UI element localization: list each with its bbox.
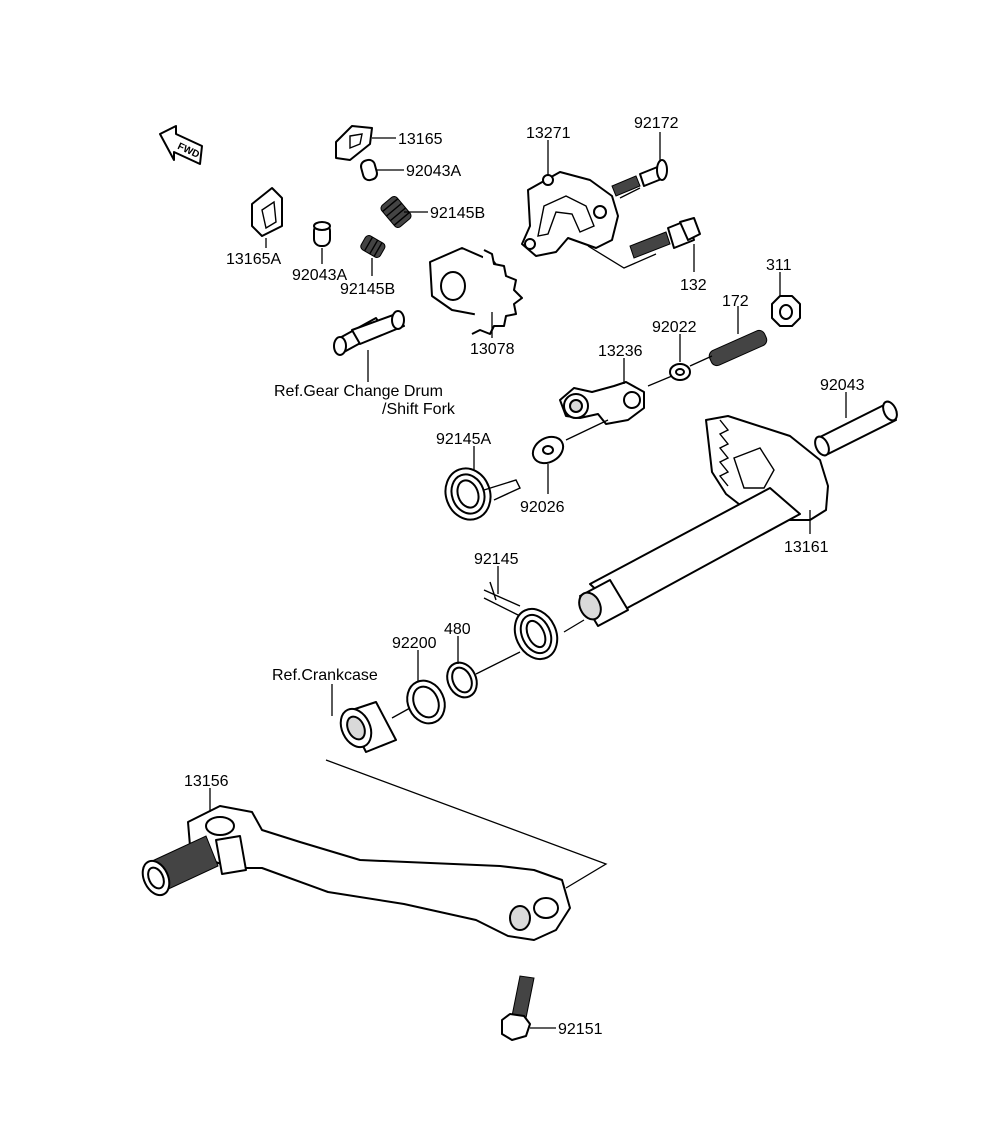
label-13165A: 13165A [226, 251, 281, 268]
part-480[interactable] [442, 658, 483, 702]
part-92145B-bottom[interactable] [359, 234, 386, 259]
label-480: 480 [444, 621, 471, 638]
part-13271[interactable] [521, 171, 619, 257]
label-92022: 92022 [652, 319, 697, 336]
part-92043A-top[interactable] [359, 158, 379, 182]
part-92145A[interactable] [438, 462, 521, 526]
label-ref-crankcase: Ref.Crankcase [272, 667, 378, 684]
part-gear-change-drum-stud[interactable] [333, 310, 405, 356]
label-13156: 13156 [184, 773, 229, 790]
part-13236[interactable] [559, 381, 645, 425]
label-172: 172 [722, 293, 749, 310]
label-92172: 92172 [634, 115, 679, 132]
label-13165: 13165 [398, 131, 443, 148]
label-13271: 13271 [526, 125, 571, 142]
label-92043A-bottom: 92043A [292, 267, 347, 284]
label-92145: 92145 [474, 551, 519, 568]
label-92026: 92026 [520, 499, 565, 516]
part-172[interactable] [707, 328, 768, 367]
label-13078: 13078 [470, 341, 515, 358]
part-92145[interactable] [483, 581, 565, 666]
label-132: 132 [680, 277, 707, 294]
label-311: 311 [766, 257, 792, 274]
part-13156[interactable] [138, 805, 571, 941]
label-13161: 13161 [784, 539, 829, 556]
label-92043: 92043 [820, 377, 865, 394]
part-labels: 13165 92043A 92145B 13165A 92043A 92145B… [184, 115, 865, 1038]
part-92043[interactable] [812, 399, 899, 457]
part-92151[interactable] [501, 975, 535, 1041]
label-92200: 92200 [392, 635, 437, 652]
part-13161[interactable] [575, 415, 829, 627]
label-92151: 92151 [558, 1021, 603, 1038]
part-132[interactable] [629, 217, 701, 259]
part-13078[interactable] [429, 247, 523, 335]
part-oil-seal[interactable] [335, 701, 397, 753]
label-92145A: 92145A [436, 431, 491, 448]
part-13165[interactable] [335, 125, 373, 161]
fwd-arrow-icon: FWD [159, 125, 203, 165]
leader-lines [209, 132, 847, 1029]
part-92145B-top[interactable] [379, 195, 412, 229]
part-92043A-bottom[interactable] [313, 221, 331, 247]
label-92145B-top: 92145B [430, 205, 485, 222]
part-92022[interactable] [669, 363, 691, 381]
part-92172[interactable] [611, 159, 668, 197]
part-311[interactable] [771, 295, 801, 327]
label-92043A-top: 92043A [406, 163, 461, 180]
part-92200[interactable] [400, 674, 451, 729]
label-13236: 13236 [598, 343, 643, 360]
label-92145B-bottom: 92145B [340, 281, 395, 298]
part-92026[interactable] [528, 432, 568, 469]
label-ref-drum-2: /Shift Fork [382, 401, 456, 418]
label-ref-drum-1: Ref.Gear Change Drum [274, 383, 443, 400]
part-13165A[interactable] [251, 187, 283, 237]
